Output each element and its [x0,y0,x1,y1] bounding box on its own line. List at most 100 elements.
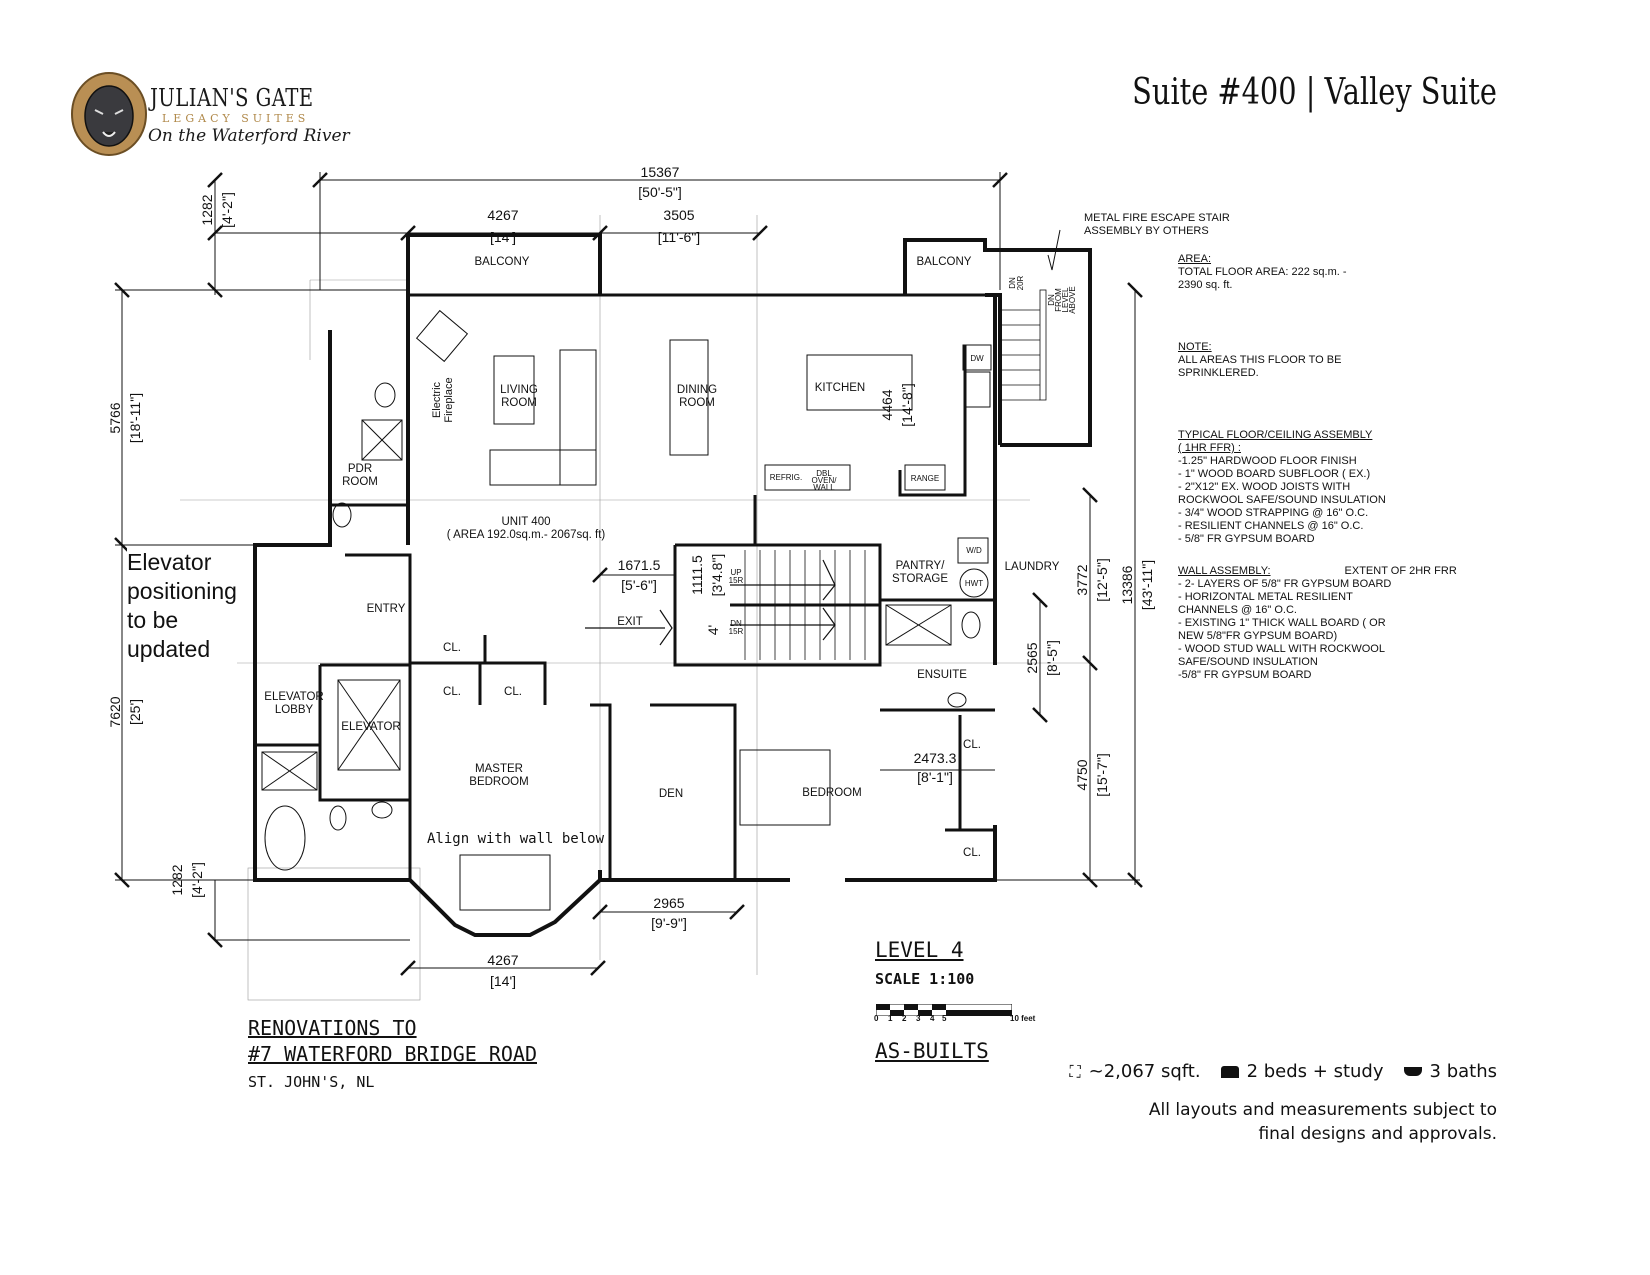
label-dining-2: ROOM [679,397,715,409]
summary-bar: ⛶ ~2,067 sqft. 2 beds + study 3 baths [1069,1061,1497,1082]
dimension-lines [115,172,1140,969]
wall-assembly-line: -5/8" FR GYPSUM BOARD [1178,669,1312,681]
floor-assembly-line: - 3/4" WOOD STRAPPING @ 16" O.C. [1178,507,1369,519]
label-pdr-2: ROOM [342,476,378,488]
label-stair-up-1: UP [730,568,741,577]
floor-assembly-line: ROCKWOOL SAFE/SOUND INSULATION [1178,494,1386,506]
project-title-1: RENOVATIONS TO [248,1016,417,1040]
floor-assembly-line: - RESILIENT CHANNELS @ 16" O.C. [1178,520,1364,532]
dim-right-b-ft: [8'-5"] [1044,640,1060,676]
label-balcony-right: BALCONY [917,256,972,268]
dim-stair-4ft: 4' [705,625,721,635]
label-master-2: BEDROOM [469,776,528,788]
dimension-ticks [114,172,1143,976]
dim-bay-width-ft: [14'] [490,973,516,989]
logo-title: JULIAN'S GATE [150,84,314,112]
floor-assembly-heading2: ( 1HR FFR) : [1178,442,1241,454]
wall-assembly-line: - HORIZONTAL METAL RESILIENT [1178,591,1353,603]
floor-assembly-line: -1.25" HARDWOOD FLOOR FINISH [1178,455,1357,467]
dim-left-lower-ft: [25'] [127,699,143,725]
floor-assembly-line: - 5/8" FR GYPSUM BOARD [1178,533,1315,545]
floor-assembly-heading: TYPICAL FLOOR/CEILING ASSEMBLY [1178,429,1373,441]
label-entry: ENTRY [367,603,406,615]
expand-icon: ⛶ [1069,1061,1081,1081]
wall-assembly-line: CHANNELS @ 16" O.C. [1178,604,1297,616]
dim-dining-width: 3505 [663,207,694,223]
label-closet-5: CL. [963,847,981,859]
dim-left-upper-ft: [18'-11"] [127,393,143,443]
align-wall-note: Align with wall below [427,831,605,847]
scale-label: SCALE 1:100 [875,970,975,988]
sprinkler-note: NOTE: ALL AREAS THIS FLOOR TO BE SPRINKL… [1178,341,1341,380]
label-dining-1: DINING [677,384,717,396]
scale-tick: 10 feet [1010,1014,1036,1023]
label-pdr-1: PDR [348,463,372,475]
dim-kitchen-depth-ft: [14'-8"] [899,383,915,426]
label-oven-2: OVEN/ [812,476,838,485]
floor-assembly-line: - 2"X12" EX. WOOD JOISTS WITH [1178,481,1351,493]
scale-tick: 3 [916,1014,921,1023]
label-closet-2: CL. [443,686,461,698]
dim-balcony-width: 4267 [487,207,518,223]
wall-extent-label: EXTENT OF 2HR FRR [1344,565,1457,577]
dim-top-offset-ft: [4'-2"] [219,192,235,228]
dim-stair-landing: 1111.5 [689,555,705,595]
label-unit-area: ( AREA 192.0sq.m.- 2067sq. ft) [447,529,606,541]
floor-assembly-line: - 1" WOOD BOARD SUBFLOOR ( EX.) [1178,468,1371,480]
scale-tick: 5 [942,1014,947,1023]
label-exit: EXIT [617,616,643,628]
label-den: DEN [659,788,683,800]
wall-assembly-line: SAFE/SOUND INSULATION [1178,656,1318,668]
logo-subtitle: LEGACY SUITES [162,112,310,125]
fire-escape-note: METAL FIRE ESCAPE STAIR ASSEMBLY BY OTHE… [1084,212,1230,238]
dim-left-lower: 7620 [107,696,123,727]
disclaimer-line: final designs and approvals. [1258,1124,1497,1144]
elevator-note-line: Elevator [127,549,212,575]
dim-bottom-offset-ft: [4'-2"] [189,862,205,898]
elevator-note-line: to be [127,607,179,633]
reference-lines [180,215,1090,1001]
suite-title: Suite #400 | Valley Suite [1132,72,1497,113]
dim-overall-width-ft: [50'-5"] [638,184,681,200]
disclaimer: All layouts and measurements subject to … [1149,1098,1497,1146]
dim-corridor-ft: [5'-6"] [621,577,657,593]
label-living-2: ROOM [501,397,537,409]
dim-bedroom-width-ft: [8'-1"] [917,769,953,785]
scale-tick: 0 [874,1014,879,1023]
note-line: SPRINKLERED. [1178,367,1259,379]
label-range: RANGE [911,474,939,483]
project-title-2: #7 WATERFORD BRIDGE ROAD [248,1042,537,1066]
bathtub-icon [1403,1067,1422,1076]
dim-stair-landing-ft: [3'4.8"] [709,554,725,597]
disclaimer-line: All layouts and measurements subject to [1148,1100,1497,1120]
label-pantry-1: PANTRY/ [896,560,946,572]
dim-right-b: 2565 [1024,642,1040,673]
label-fire-dn2-3: LEVEL [1061,287,1070,312]
dim-overall-depth-ft: [43'-11"] [1139,560,1155,610]
dim-right-c-ft: [15'-7"] [1094,753,1110,796]
label-wd: W/D [966,546,982,555]
baths-summary: 3 baths [1429,1061,1497,1082]
label-closet-3: CL. [504,686,522,698]
label-elevator-lobby-1: ELEVATOR [264,691,323,703]
dim-bottom-offset: 1282 [169,864,185,895]
wall-assembly-line: - WOOD STUD WALL WITH ROCKWOOL [1178,643,1385,655]
label-fire-dn2-1: DN [1047,294,1056,306]
dim-balcony-width-ft: [14'] [490,229,516,245]
label-closet-1: CL. [443,642,461,654]
wall-assembly-heading: WALL ASSEMBLY: [1178,565,1271,577]
label-hwt: HWT [965,579,983,588]
area-line: 2390 sq. ft. [1178,279,1233,291]
label-dw: DW [970,354,984,363]
label-stair-dn-2: 15R [729,627,744,636]
wall-assembly-note: WALL ASSEMBLY:EXTENT OF 2HR FRR - 2- LAY… [1178,565,1457,682]
dim-bay-width: 4267 [487,952,518,968]
status-label: AS-BUILTS [875,1039,989,1063]
area-line: TOTAL FLOOR AREA: 222 sq.m. - [1178,266,1347,278]
beds-summary: 2 beds + study [1246,1061,1384,1082]
dim-corridor: 1671.5 [618,557,661,573]
label-kitchen: KITCHEN [815,382,865,394]
stair-treads [744,289,1047,660]
